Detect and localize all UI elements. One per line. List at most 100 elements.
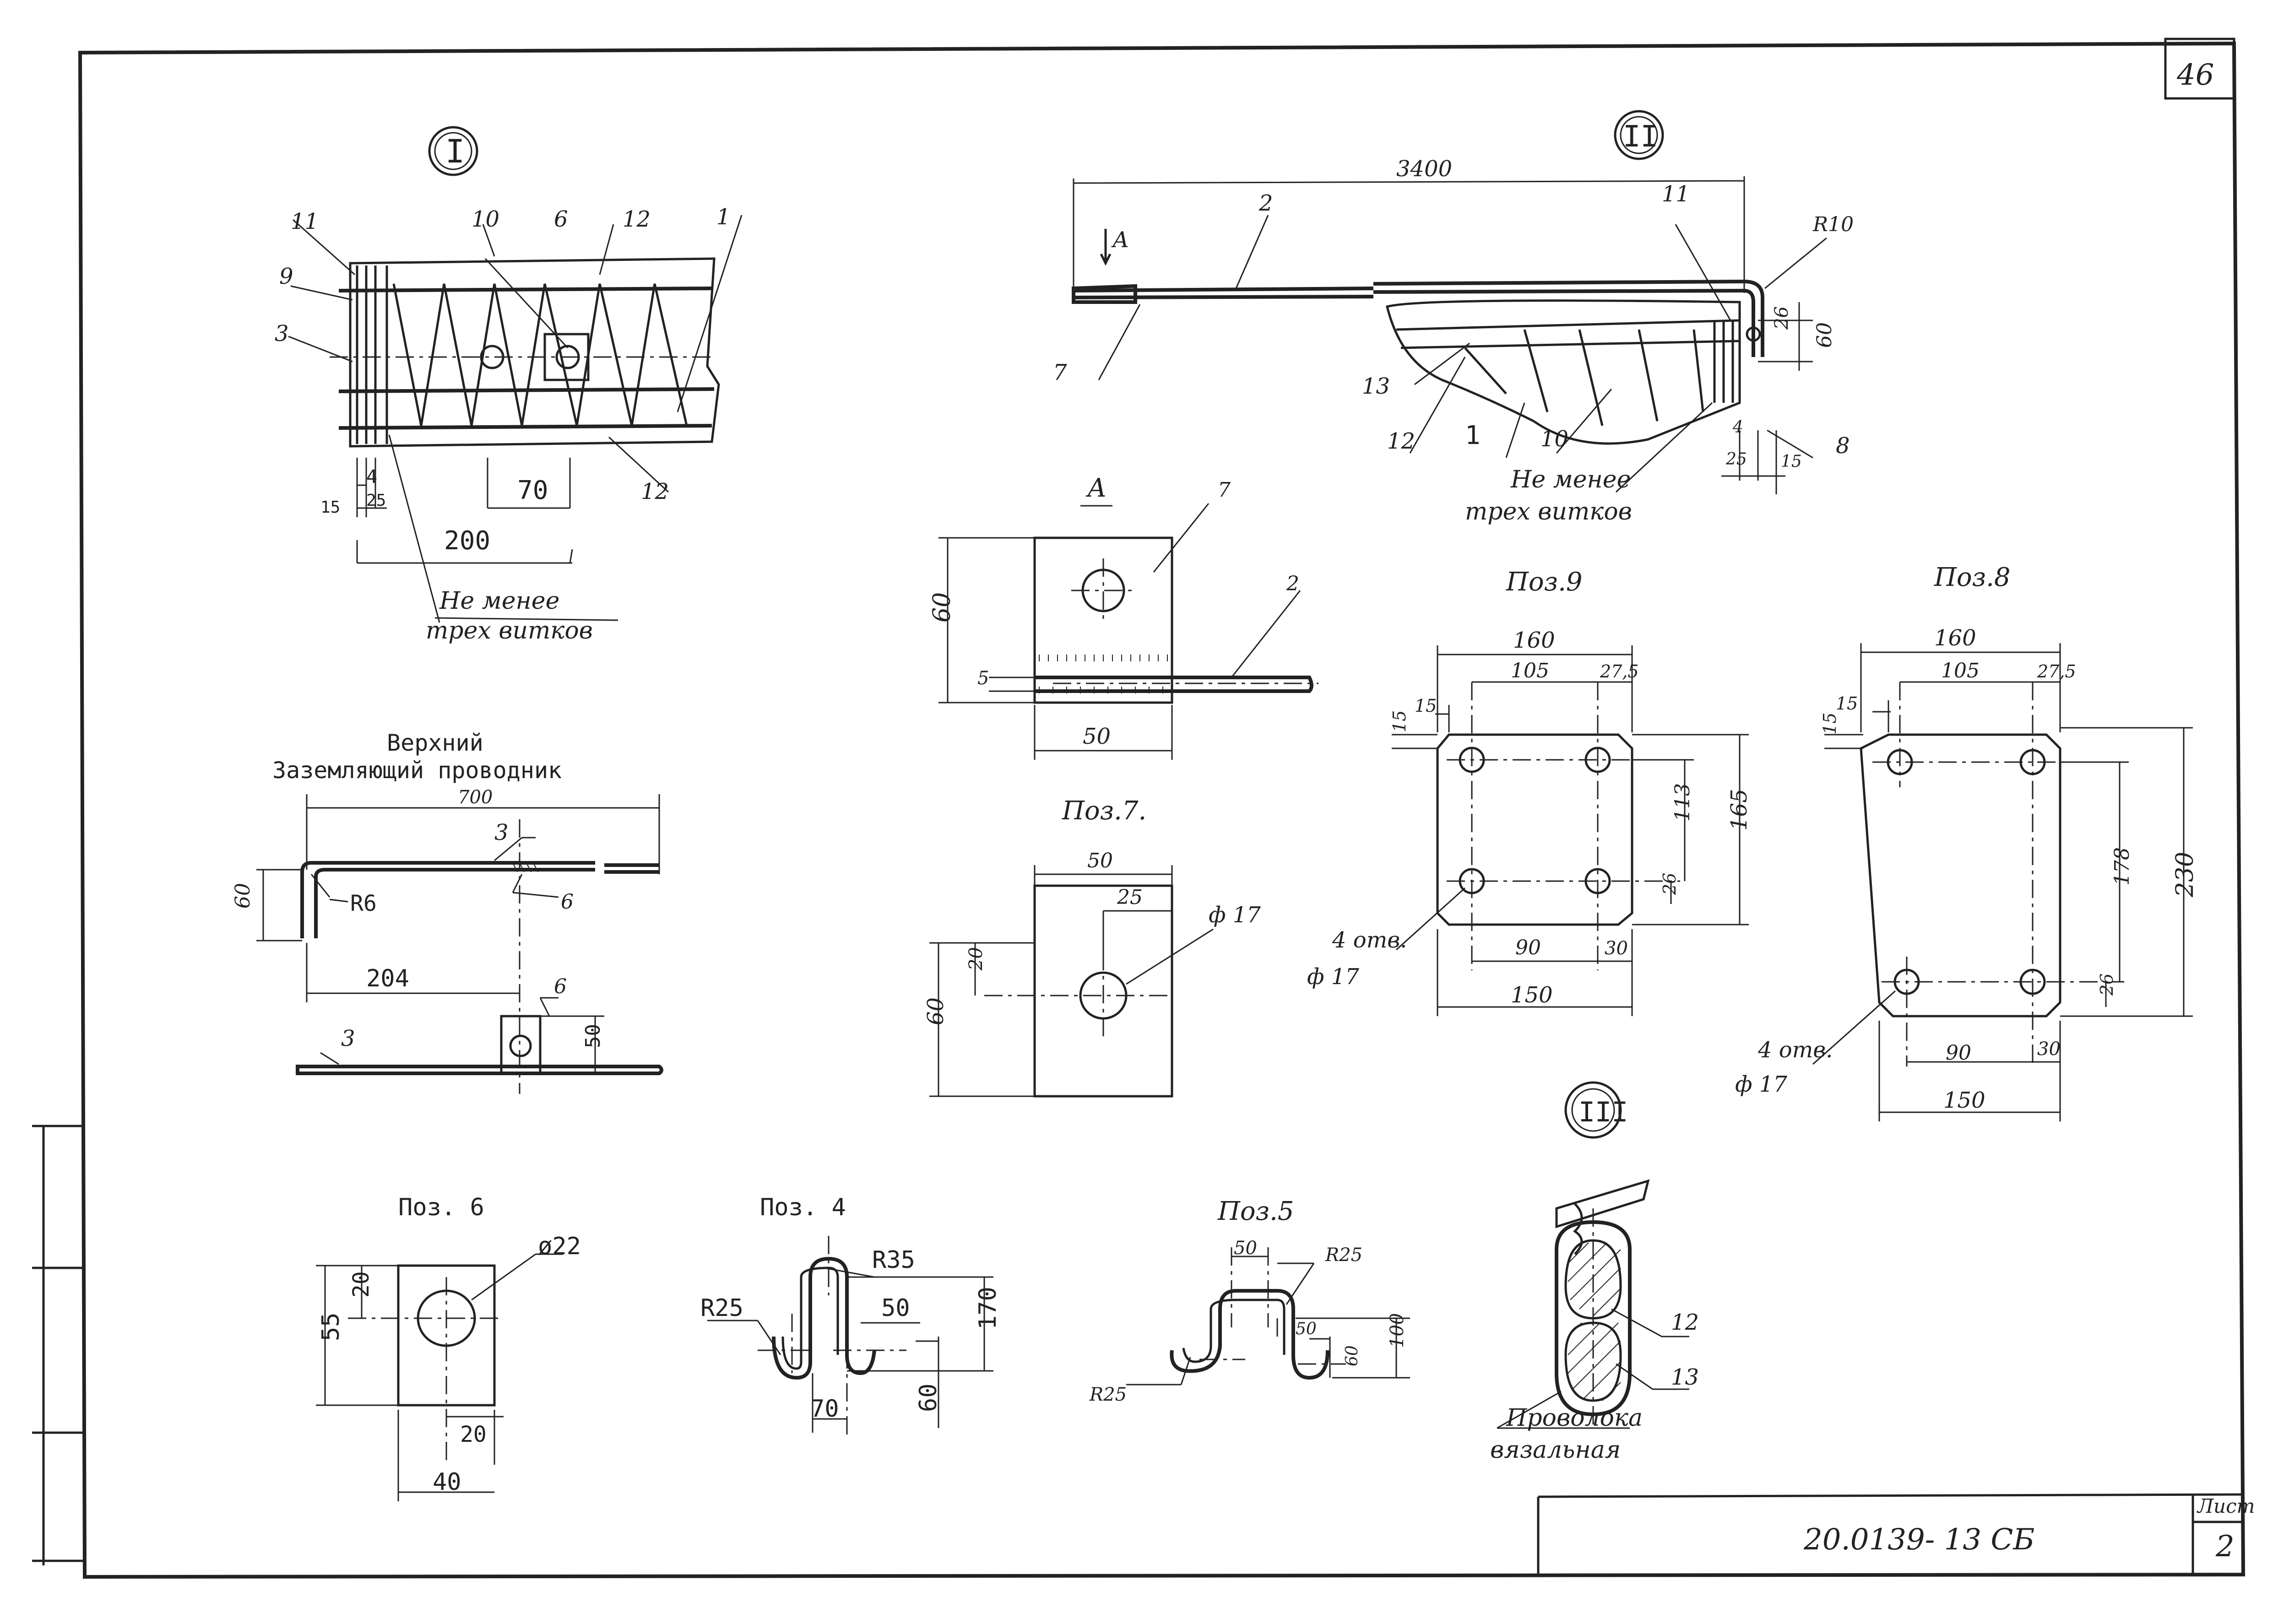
conductor-dim-60: 60 [231, 883, 255, 909]
pos9-dim-150: 150 [1511, 982, 1553, 1008]
view-II-pos-1: 1 [1465, 421, 1481, 450]
pos4-dim-170: 170 [974, 1287, 1002, 1330]
conductor-pos-6a: 6 [561, 890, 574, 914]
view-I: I [288, 126, 743, 623]
conductor-pos-3b: 3 [341, 1026, 355, 1051]
view-I-pos-6: 6 [554, 206, 568, 232]
pos9-dim-105: 105 [1511, 659, 1549, 682]
pos9-dim-113: 113 [1671, 783, 1694, 822]
pos4-part [707, 1236, 993, 1437]
pos5-dim-R25b: R25 [1089, 1384, 1127, 1405]
pos9-holes-2: ф 17 [1307, 964, 1359, 990]
view-II-pos-8: 8 [1836, 433, 1850, 459]
view-III: III [1497, 1081, 1689, 1429]
pos5-dim-R25a: R25 [1325, 1245, 1362, 1266]
view-I-dim-15: 15 [320, 498, 340, 517]
view-II-pos-2: 2 [1258, 190, 1273, 216]
pos7-dim-50: 50 [1087, 849, 1113, 872]
pos9-part [1392, 645, 1749, 1016]
view-A-dim-50: 50 [1083, 724, 1111, 749]
pos7-title: Поз.7. [1062, 796, 1146, 826]
pos5-part [1126, 1247, 1410, 1386]
pos5-title: Поз.5 [1217, 1196, 1294, 1226]
view-II-pos-13: 13 [1362, 374, 1390, 399]
pos8-dim-160: 160 [1934, 625, 1976, 651]
view-I-note-1: Не менее [439, 587, 559, 615]
pos7-dim-60: 60 [923, 997, 949, 1025]
view-A-dim-5: 5 [977, 668, 989, 689]
conductor-pos-6b: 6 [554, 975, 567, 998]
pos4-dim-R25: R25 [700, 1294, 743, 1322]
pos8-holes-1: 4 отв. [1757, 1037, 1833, 1063]
pos9-dim-15b: 15 [1389, 710, 1410, 732]
conductor-view [256, 794, 663, 1094]
document-code: 20.0139- 13 СБ [1803, 1523, 2034, 1557]
view-I-pos-11: 11 [291, 209, 319, 234]
pos8-dim-230: 230 [2171, 852, 2199, 898]
pos4-dim-R35: R35 [872, 1246, 915, 1274]
view-II-pos-11: 11 [1662, 181, 1690, 207]
pos4-dim-50: 50 [881, 1294, 910, 1322]
pos8-part [1812, 643, 2193, 1121]
conductor-title-1: Верхний [387, 730, 483, 756]
sheet-label: Лист [2197, 1495, 2255, 1517]
view-II-pos-12: 12 [1387, 428, 1415, 454]
sheet-corner-number: 46 [2176, 58, 2214, 92]
pos9-dim-26: 26 [1660, 873, 1680, 895]
pos9-title: Поз.9 [1506, 567, 1583, 597]
pos8-holes-2: ф 17 [1735, 1072, 1787, 1097]
pos7-part [929, 865, 1214, 1098]
view-II-note-2: трех витков [1465, 498, 1632, 525]
pos8-dim-27-5: 27,5 [2037, 661, 2076, 682]
pos6-dim-o22: ø22 [538, 1233, 581, 1260]
pos8-dim-105: 105 [1941, 659, 1980, 682]
view-II-dim-3400: 3400 [1396, 156, 1452, 182]
pos9-dim-30: 30 [1605, 938, 1628, 959]
view-A-pos-7: 7 [1218, 478, 1231, 502]
pos9-dim-160: 160 [1513, 628, 1555, 653]
view-II-dim-4: 4 [1732, 418, 1743, 437]
view-I-dim-200: 200 [444, 526, 490, 556]
view-I-dim-4: 4 [366, 466, 377, 487]
pos8-dim-15a: 15 [1836, 693, 1858, 714]
view-II-dim-26: 26 [1771, 306, 1792, 330]
view-I-pos-10: 10 [472, 206, 499, 232]
view-I-pos-1: 1 [716, 204, 731, 230]
pos6-dim-20a: 20 [348, 1271, 374, 1298]
pos5-dim-50a: 50 [1234, 1238, 1257, 1259]
pos5-dim-100: 100 [1387, 1313, 1408, 1348]
conductor-dim-700: 700 [458, 787, 493, 808]
sheet-number: 2 [2215, 1530, 2235, 1564]
pos6-dim-55: 55 [317, 1312, 345, 1341]
pos9-dim-27-5: 27,5 [1600, 661, 1639, 682]
view-II-pos-7: 7 [1053, 360, 1067, 385]
view-III-pos-12: 12 [1671, 1310, 1699, 1335]
sheet-frame [32, 38, 2246, 1579]
view-A-pos-2: 2 [1286, 572, 1299, 595]
view-II-section-mark: А [1111, 227, 1129, 253]
view-III-note-1: Проволока [1506, 1404, 1643, 1432]
pos8-title: Поз.8 [1934, 563, 2011, 592]
view-II-dim-15: 15 [1781, 452, 1802, 471]
pos5-dim-60: 60 [1343, 1345, 1361, 1366]
view-II-note-1: Не менее [1510, 466, 1631, 493]
view-I-note-2: трех витков [426, 617, 593, 644]
view-III-pos-13: 13 [1671, 1364, 1699, 1390]
pos4-dim-70: 70 [810, 1395, 839, 1423]
conductor-dim-R6: R6 [350, 891, 377, 916]
pos9-holes-1: 4 отв. [1332, 927, 1407, 953]
view-II-dim-60: 60 [1813, 322, 1836, 348]
pos6-part [316, 1253, 563, 1501]
view-I-pos-12a: 12 [623, 206, 651, 232]
conductor-pos-3a: 3 [494, 820, 509, 845]
view-A [938, 503, 1318, 760]
view-I-dim-25: 25 [366, 491, 386, 510]
pos4-title: Поз. 4 [760, 1194, 846, 1221]
pos8-dim-150: 150 [1943, 1088, 1985, 1113]
view-II-dim-25: 25 [1725, 450, 1747, 469]
view-II-marker: II [1623, 120, 1658, 154]
view-A-title: А [1085, 473, 1107, 503]
pos8-dim-26: 26 [2097, 974, 2117, 996]
pos9-dim-15a: 15 [1415, 696, 1437, 716]
view-I-pos-3: 3 [275, 321, 289, 346]
